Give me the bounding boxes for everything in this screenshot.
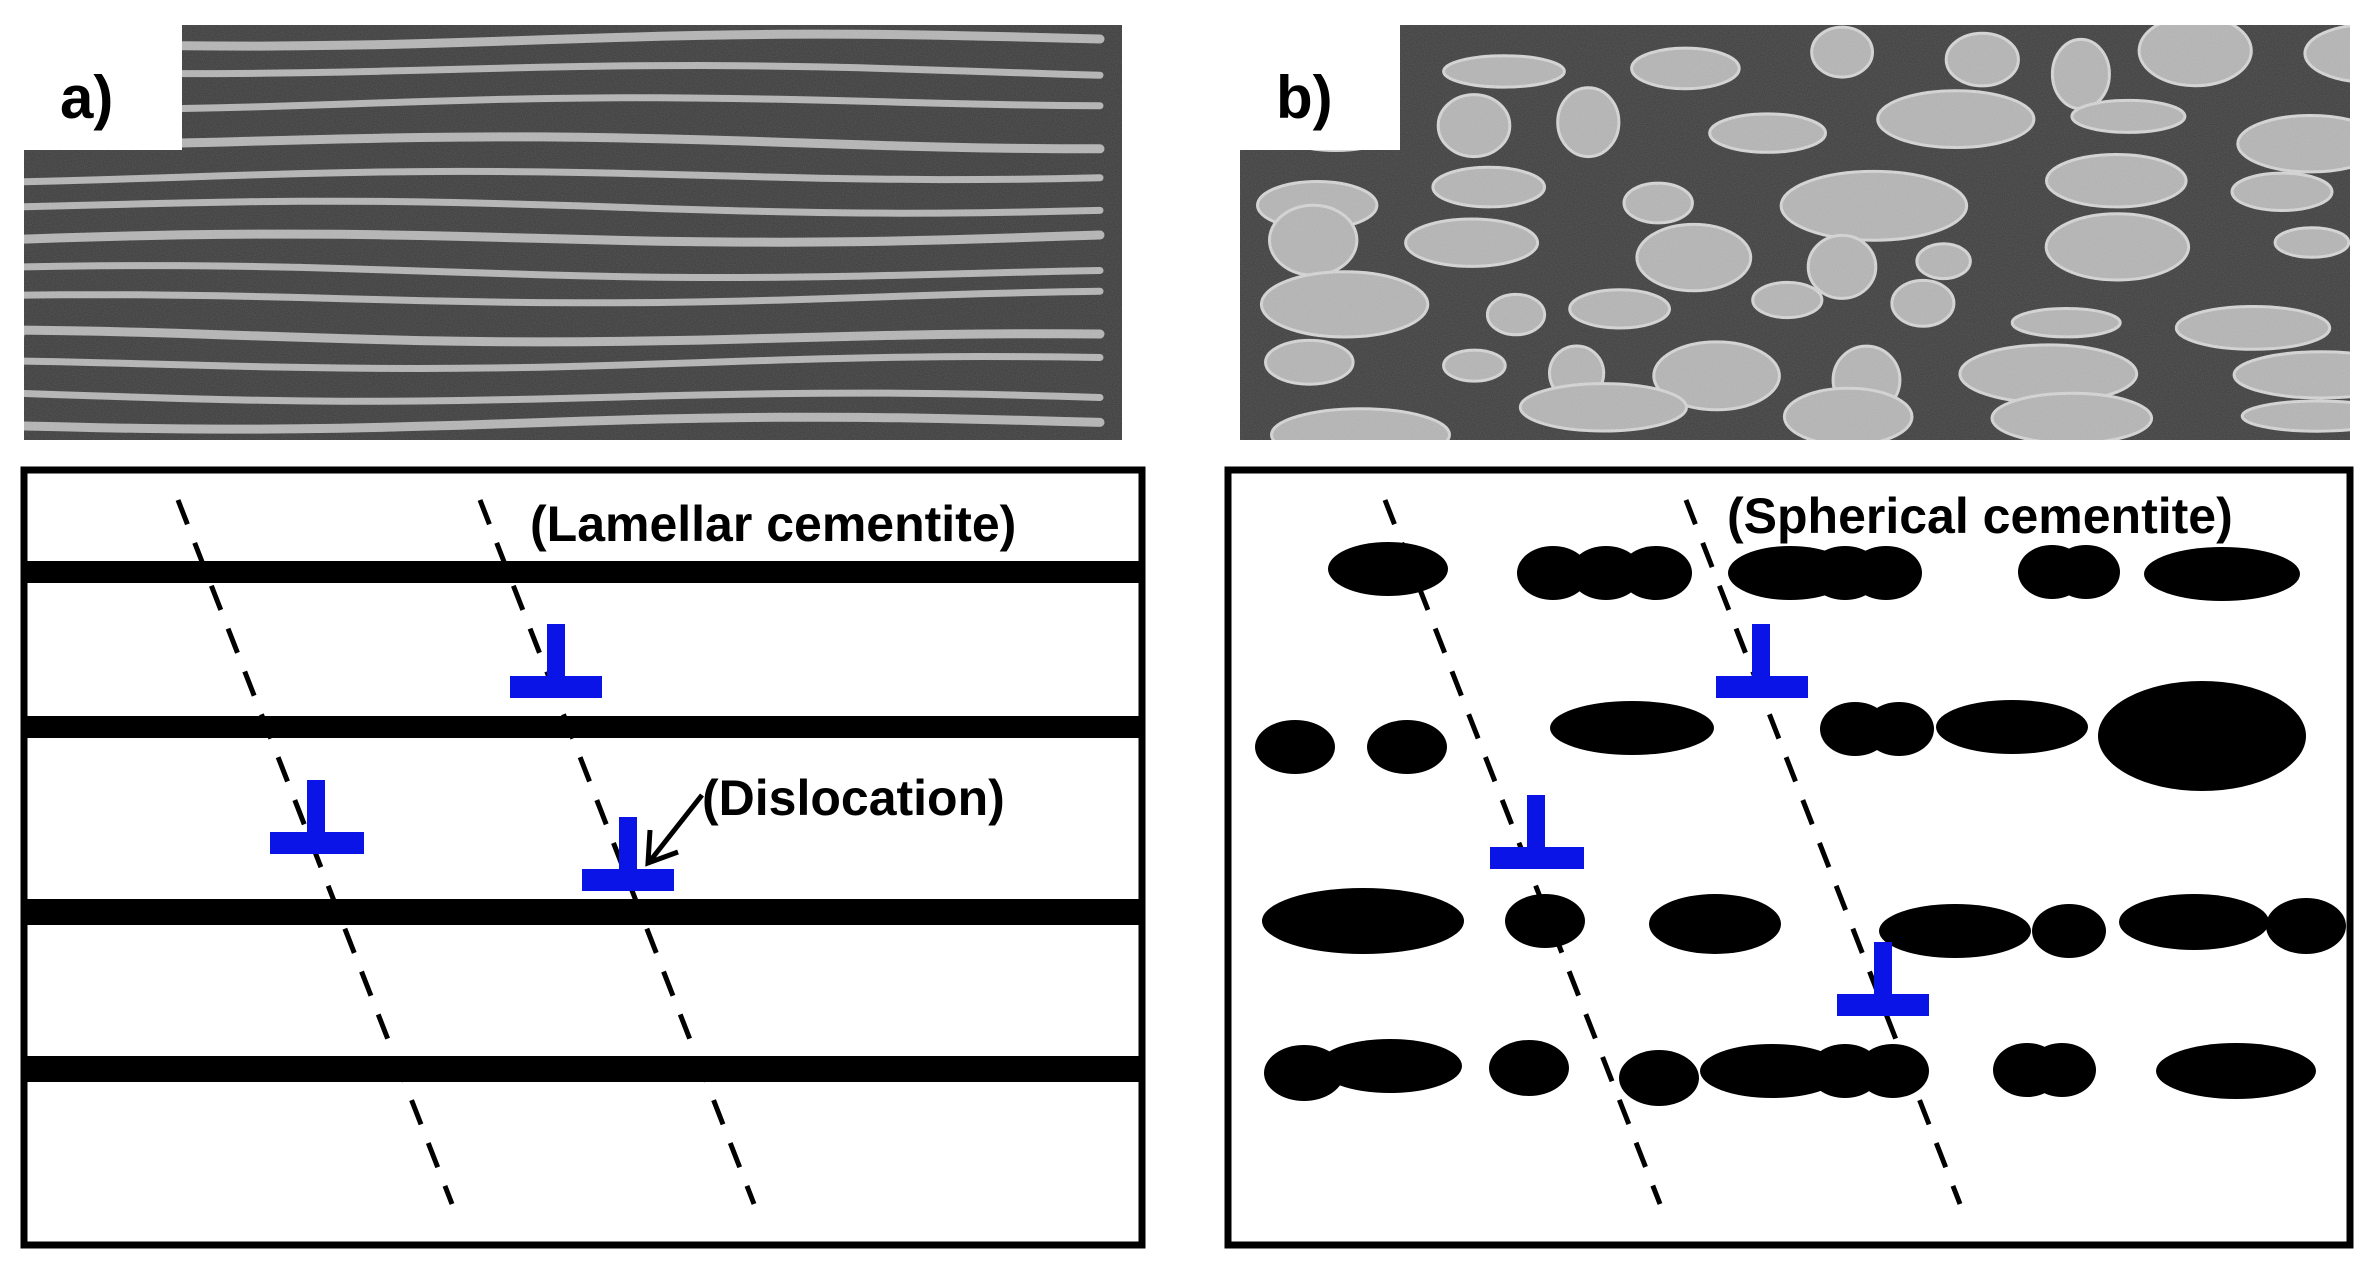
cementite-particle (2032, 904, 2106, 958)
cementite-particle (1505, 894, 1585, 948)
cementite-particle (2098, 681, 2306, 791)
cementite-particle (1489, 1040, 1569, 1096)
cementite-particle (1570, 546, 1642, 600)
spherical-cementite-label: (Spherical cementite) (1727, 488, 2233, 544)
spherical-cementite-particles (1255, 542, 2346, 1106)
cementite-particle (2119, 894, 2269, 950)
cementite-particle (1255, 720, 1335, 774)
cementite-particle (1517, 546, 1589, 600)
dashed-slip-line (477, 499, 757, 1205)
cementite-particle (1262, 888, 1464, 954)
cementite-particle (1328, 542, 1448, 596)
cementite-particle (2266, 898, 2346, 954)
dislocation-label: (Dislocation) (702, 770, 1005, 826)
cementite-particle (2028, 1043, 2096, 1097)
cementite-particle (2052, 545, 2120, 599)
cementite-particle (1649, 894, 1781, 954)
cementite-particle (1550, 701, 1714, 755)
cementite-lamella (24, 561, 1142, 583)
edge-dislocation-icon (270, 780, 364, 854)
cementite-particle (1879, 904, 2031, 958)
cementite-particle (1864, 702, 1934, 756)
cementite-particle (2144, 547, 2300, 601)
panel-a-label: a) (60, 64, 113, 131)
cementite-particle (1936, 700, 2088, 754)
edge-dislocation-icon (1837, 942, 1929, 1016)
edge-dislocation-icon (510, 624, 602, 698)
lamellar-schematic: (Lamellar cementite) (Dislocation) (20, 466, 1146, 1249)
cementite-particle (2156, 1043, 2316, 1099)
cementite-particle (1619, 1050, 1699, 1106)
cementite-particle (1620, 546, 1692, 600)
spherical-schematic: (Spherical cementite) (1224, 466, 2354, 1249)
cementite-particle (1367, 720, 1447, 774)
sem-lamellar-micrograph (24, 25, 1122, 440)
cementite-particle (1857, 1044, 1929, 1098)
cementite-lamella (24, 899, 1142, 925)
cementite-particle (1850, 546, 1922, 600)
lamellar-cementite-label: (Lamellar cementite) (530, 496, 1016, 552)
edge-dislocation-icon (1716, 624, 1808, 698)
cementite-particle (1318, 1039, 1462, 1093)
dislocations (1490, 624, 1929, 1016)
cementite-lamellae (24, 561, 1142, 1082)
dislocation-pointer-arrow (645, 793, 704, 867)
dashed-slip-line (1683, 499, 1963, 1205)
cementite-lamella (24, 716, 1142, 738)
edge-dislocation-icon (582, 817, 674, 891)
cementite-particle (1700, 1044, 1844, 1098)
cementite-lamella (24, 1056, 1142, 1082)
edge-dislocation-icon (1490, 795, 1584, 869)
sem-spherical-micrograph (1240, 25, 2350, 440)
dislocations (270, 624, 674, 891)
panel-b-label: b) (1276, 64, 1333, 131)
